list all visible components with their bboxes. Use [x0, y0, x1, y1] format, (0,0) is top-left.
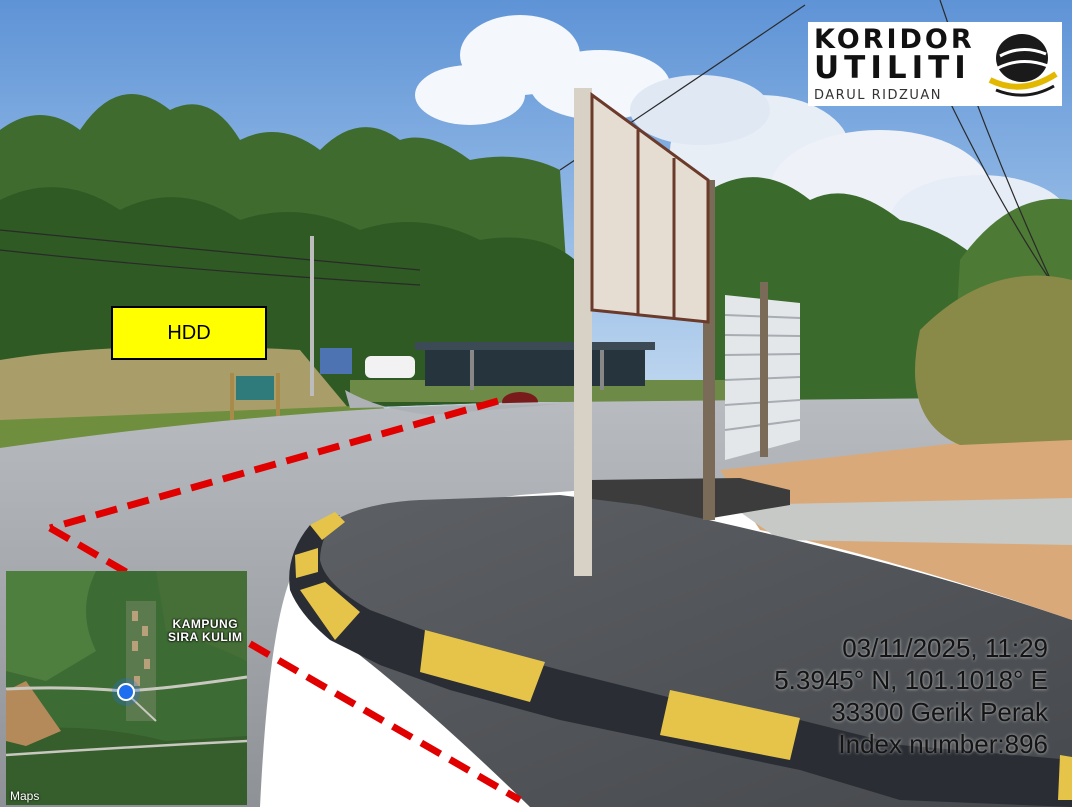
power-pole: [310, 236, 314, 396]
stamp-index: Index number:896: [838, 729, 1048, 759]
village-sign: [230, 373, 280, 421]
map-place-label: KAMPUNG SIRA KULIM: [168, 618, 243, 644]
map-inset: KAMPUNG SIRA KULIM Maps: [6, 571, 247, 805]
leader-line-lower: [48, 524, 522, 804]
place-line-2: SIRA KULIM: [168, 630, 243, 644]
logo-line-3: DARUL RIDZUAN: [814, 88, 943, 103]
leader-line-upper: [49, 397, 499, 532]
traffic-island: [298, 495, 1072, 807]
geo-timestamp: 03/11/2025, 11:29 5.3945° N, 101.1018° E…: [774, 632, 1048, 760]
billboard: [574, 88, 715, 576]
road: [0, 398, 1072, 807]
hdd-marker-label: HDD: [111, 306, 267, 360]
zinc-fence: [724, 282, 801, 460]
company-logo: KORIDOR UTILITI DARUL RIDZUAN: [808, 22, 1062, 106]
side-road: [345, 390, 560, 415]
place-line-1: KAMPUNG: [172, 617, 239, 631]
bush: [915, 275, 1072, 445]
logo-line-2: UTILITI: [814, 50, 971, 86]
stamp-datetime: 03/11/2025, 11:29: [842, 633, 1048, 663]
stamp-coordinates: 5.3945° N, 101.1018° E: [774, 665, 1048, 695]
shelter: [415, 342, 655, 390]
kerb: [289, 512, 1072, 807]
parked-car: [365, 356, 415, 378]
maps-attribution: Maps: [10, 789, 39, 803]
logo-line-1: KORIDOR: [814, 24, 975, 55]
location-dot: [117, 683, 135, 701]
signboard-blue: [320, 348, 352, 374]
stamp-address: 33300 Gerik Perak: [831, 697, 1048, 727]
leader-lines: [48, 397, 522, 804]
map-satellite: [6, 571, 247, 805]
concrete-slab: [730, 498, 1072, 545]
globe-emblem-icon: [988, 34, 1058, 97]
maps-attribution-text: Maps: [10, 789, 40, 803]
